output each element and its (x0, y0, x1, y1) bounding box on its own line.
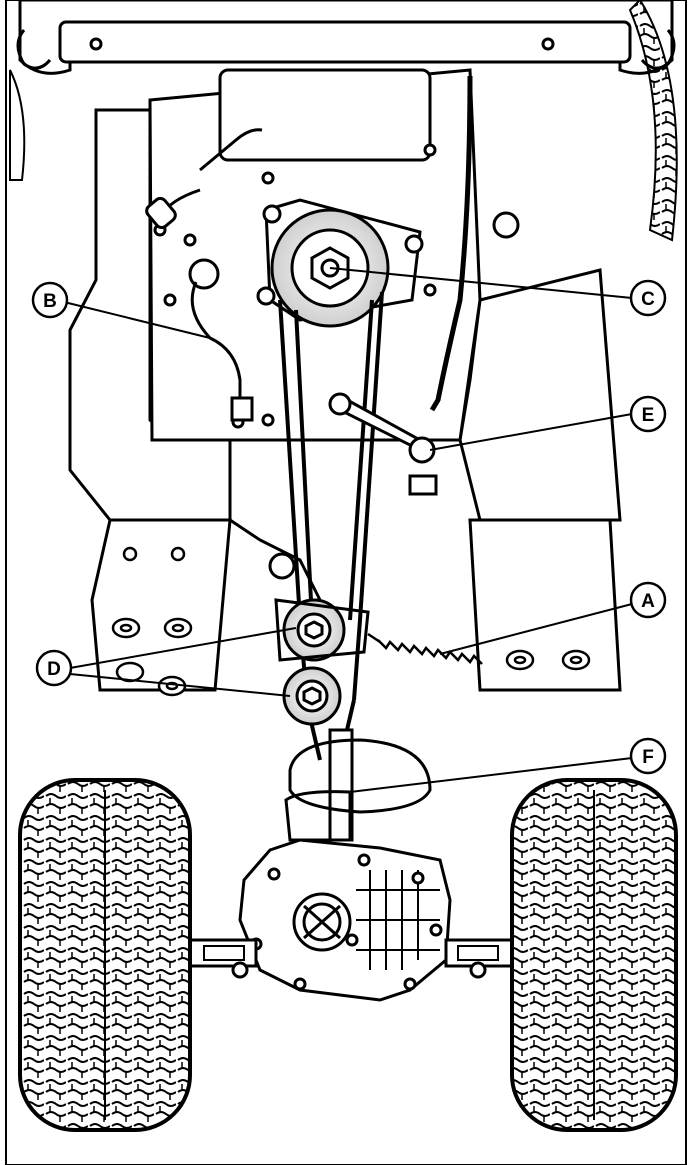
callout-c: C (629, 279, 667, 317)
shift-linkage (229, 518, 322, 601)
leader-lines (63, 267, 633, 793)
callout-a: A (629, 581, 667, 619)
wire-harness (145, 128, 263, 422)
transaxle (238, 838, 452, 1002)
clutch-linkage (328, 75, 473, 496)
callout-f: F (629, 737, 667, 775)
callout-d: D (35, 649, 73, 687)
callout-label-d: D (47, 659, 61, 680)
callout-label-b: B (43, 291, 57, 312)
callout-b: B (31, 281, 69, 319)
rear-axle (188, 938, 514, 979)
rear-left-tire (18, 778, 192, 1132)
front-frame (16, 0, 676, 75)
callout-label-a: A (641, 591, 655, 612)
front-right-tire-edge (628, 0, 678, 242)
callout-label-f: F (642, 747, 654, 768)
rear-right-tire (510, 778, 678, 1132)
side-frame-rails (68, 108, 622, 692)
idler-bracket (274, 598, 370, 662)
idler-pulley-lower (282, 666, 342, 726)
input-shaft (284, 728, 432, 842)
callout-label-e: E (642, 405, 655, 426)
callout-e: E (629, 395, 667, 433)
tension-spring (367, 632, 483, 665)
callout-label-c: C (641, 289, 655, 310)
front-left-tire-edge (9, 69, 26, 181)
idler-pulley-upper (282, 598, 346, 662)
